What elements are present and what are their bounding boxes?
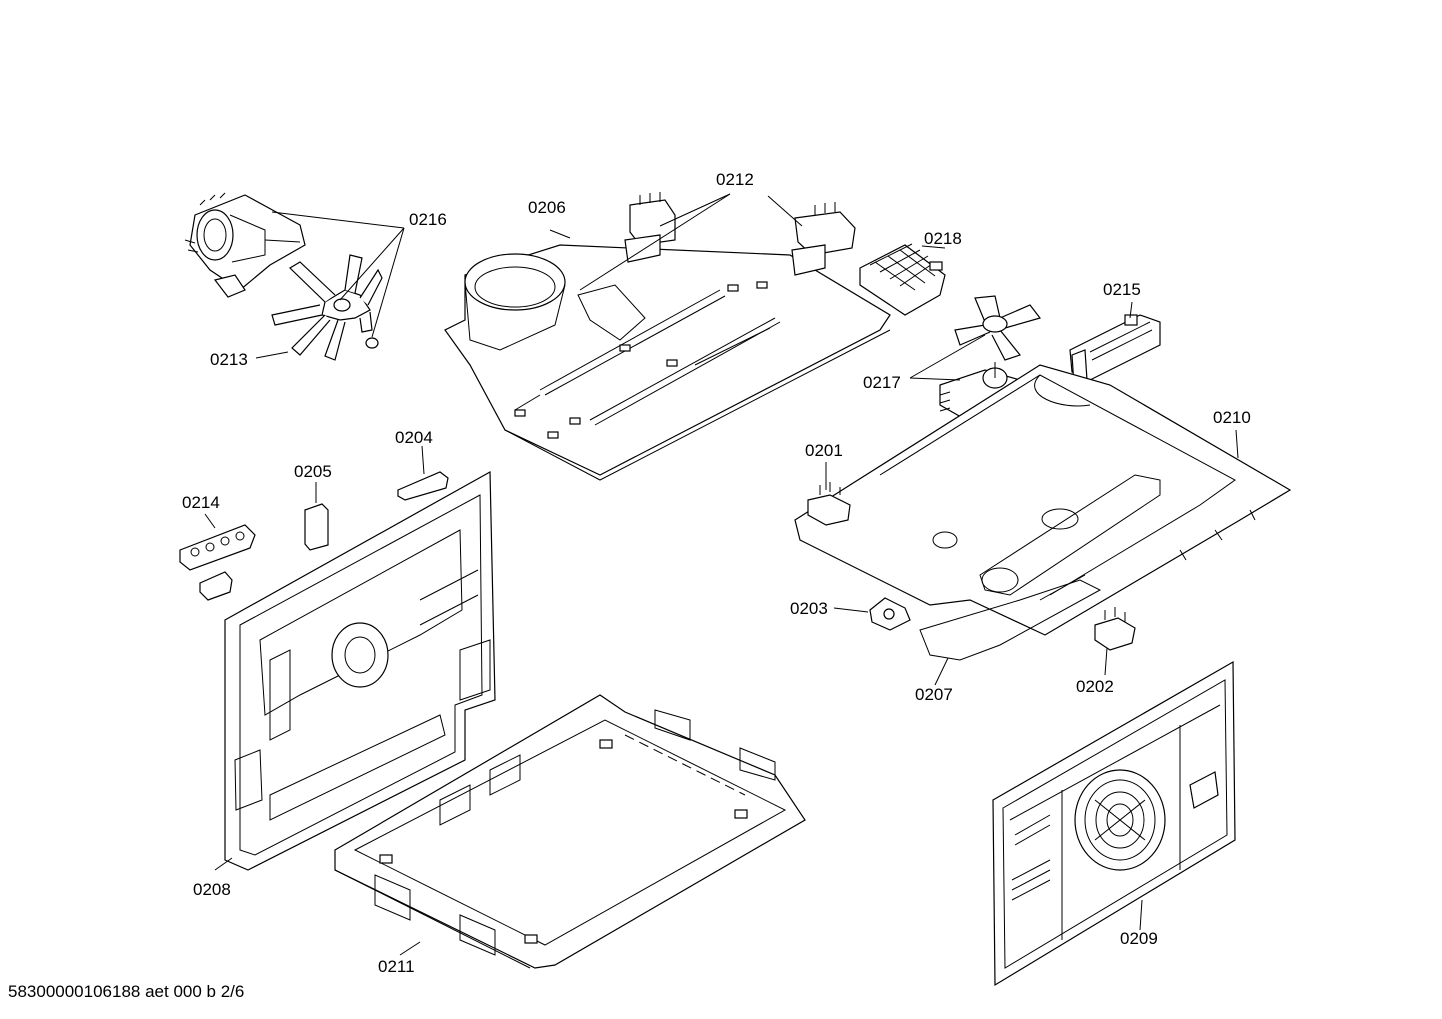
footer-doc-number: 58300000106188 aet 000 b 2/6 <box>8 982 244 1001</box>
label-0218: 0218 <box>924 229 962 248</box>
label-0216: 0216 <box>409 210 447 229</box>
label-0214: 0214 <box>182 493 220 512</box>
air-duct-tray-part-0206 <box>444 244 891 481</box>
label-0210: 0210 <box>1213 408 1251 427</box>
label-0212: 0212 <box>716 170 754 189</box>
label-0215: 0215 <box>1103 280 1141 299</box>
label-0217: 0217 <box>863 373 901 392</box>
label-0208: 0208 <box>193 880 231 899</box>
thermostat-part-0201 <box>807 482 851 526</box>
heat-sink-part-0218 <box>859 243 946 316</box>
thermostat-part-0202 <box>1094 607 1136 651</box>
bottom-tray-part-0211 <box>334 694 806 969</box>
oven-top-plate-part-0210 <box>794 364 1292 661</box>
label-0205: 0205 <box>294 462 332 481</box>
rear-wall-part-0208 <box>224 470 496 871</box>
connector-part-0214 <box>179 524 256 601</box>
fan-motor-part-0213 <box>184 192 306 298</box>
clip-part-0205 <box>304 503 329 551</box>
label-0202: 0202 <box>1076 677 1114 696</box>
label-0207: 0207 <box>915 685 953 704</box>
label-0204: 0204 <box>395 428 433 447</box>
back-panel-part-0209 <box>992 660 1236 987</box>
relay-part-0212b <box>791 202 856 276</box>
label-0203: 0203 <box>790 599 828 618</box>
label-0206: 0206 <box>528 198 566 217</box>
bracket-part-0203 <box>869 597 911 631</box>
fan-blade-part-0213 <box>271 254 383 361</box>
label-0213: 0213 <box>210 350 248 369</box>
label-0211: 0211 <box>378 957 415 976</box>
label-0209: 0209 <box>1120 929 1158 948</box>
sensor-part-0204 <box>397 471 449 501</box>
label-0201: 0201 <box>805 441 843 460</box>
